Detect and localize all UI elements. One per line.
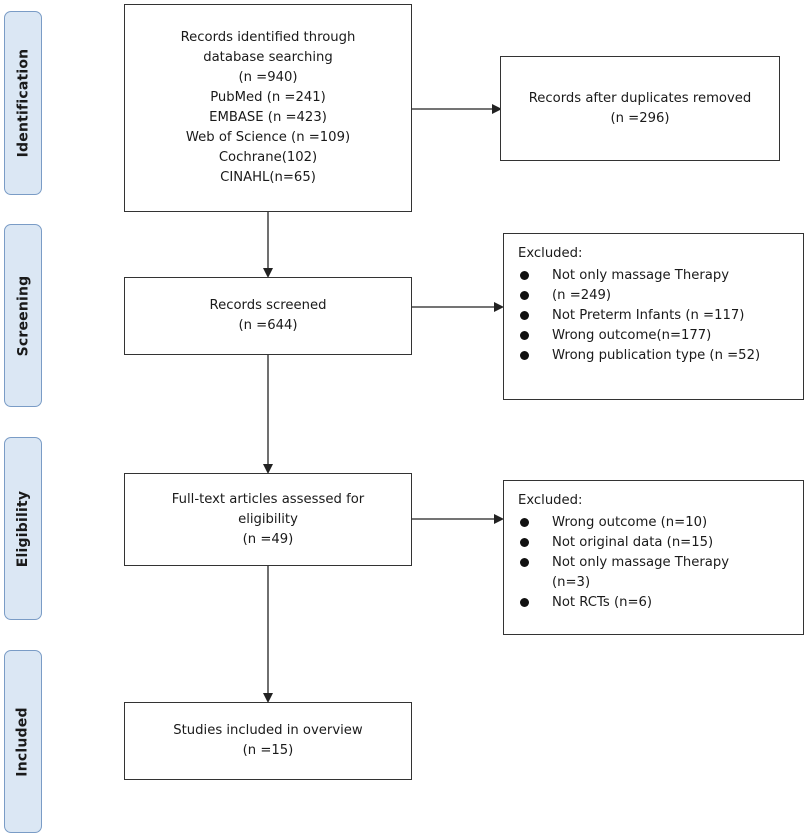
identified-total: (n =940)	[238, 70, 298, 85]
identified-pubmed: PubMed (n =241)	[210, 90, 326, 105]
fulltext-line-1: Full-text articles assessed for	[171, 491, 365, 507]
identified-embase: EMBASE (n =423)	[209, 110, 327, 125]
fulltext-count: (n =49)	[242, 531, 294, 547]
fulltext-line-2: eligibility	[238, 511, 298, 527]
included-title: Studies included in overview	[173, 723, 363, 738]
identified-cochrane: Cochrane(102)	[218, 150, 318, 165]
stage-eligibility: Eligibility	[4, 437, 42, 620]
stage-screening: Screening	[4, 224, 42, 407]
stage-identification: Identification	[4, 11, 42, 195]
identified-cinahl: CINAHL(n=65)	[220, 170, 316, 185]
list-item: Not only massage Therapy	[518, 266, 795, 286]
identified-line-1: Records identified through	[180, 30, 356, 45]
identified-line-2: database searching	[203, 50, 333, 65]
list-item: (n =249)	[518, 286, 795, 306]
excluded-screening-list: Not only massage Therapy (n =249) Not Pr…	[518, 266, 795, 366]
list-item-continuation: (n=3)	[552, 575, 591, 590]
excluded-screening-box: Excluded: Not only massage Therapy (n =2…	[503, 233, 804, 400]
stage-included: Included	[4, 650, 42, 833]
excluded-eligibility-title: Excluded:	[518, 493, 583, 508]
fulltext-assessed-box: Full-text articles assessed for eligibil…	[124, 473, 412, 566]
list-item: Not RCTs (n=6)	[518, 593, 795, 613]
included-count: (n =15)	[242, 743, 294, 758]
list-item: Wrong publication type (n =52)	[518, 346, 795, 366]
list-item: Wrong outcome (n=10)	[518, 513, 795, 533]
excluded-eligibility-box: Excluded: Wrong outcome (n=10) Not origi…	[503, 480, 804, 635]
list-item: Not original data (n=15)	[518, 533, 795, 553]
records-screened-box: Records screened (n =644)	[124, 277, 412, 355]
records-identified-box: Records identified through database sear…	[124, 4, 412, 212]
screened-count: (n =644)	[238, 318, 298, 333]
studies-included-box: Studies included in overview (n =15)	[124, 702, 412, 780]
screened-title: Records screened	[209, 298, 327, 313]
duplicates-removed-box: Records after duplicates removed (n =296…	[500, 56, 780, 161]
excluded-eligibility-list: Wrong outcome (n=10) Not original data (…	[518, 513, 795, 613]
list-item: Not Preterm Infants (n =117)	[518, 306, 795, 326]
duplicates-count: (n =296)	[610, 110, 670, 126]
excluded-screening-title: Excluded:	[518, 246, 583, 261]
list-item: Wrong outcome(n=177)	[518, 326, 795, 346]
duplicates-title: Records after duplicates removed	[528, 90, 752, 106]
list-item: Not only massage Therapy	[518, 553, 795, 573]
identified-web-of-science: Web of Science (n =109)	[185, 130, 351, 145]
